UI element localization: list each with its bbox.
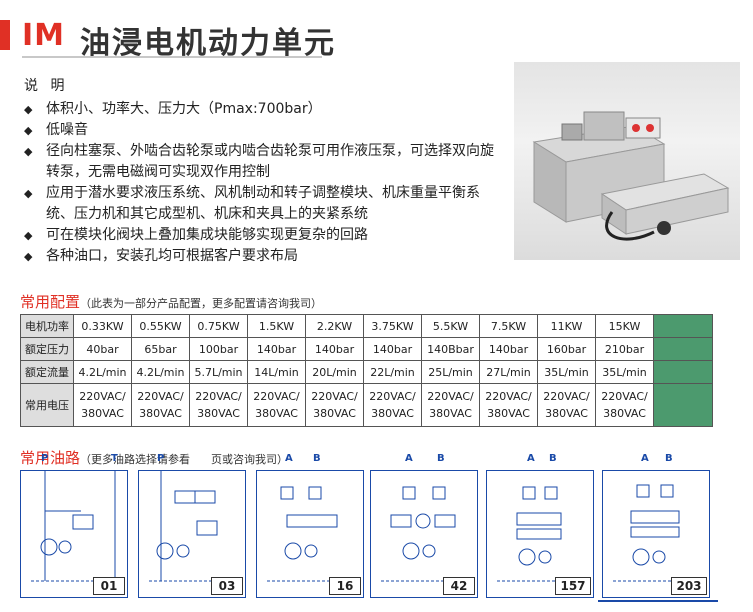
table-green-cell xyxy=(653,337,713,361)
header-divider xyxy=(22,56,322,58)
description-title: 说 明 xyxy=(24,78,69,94)
circuit-diagram: P 03 xyxy=(138,453,246,598)
page-corner-line xyxy=(598,600,718,602)
table-green-cell xyxy=(653,314,713,338)
table-row: 常用电压 220VAC/ 380VAC 220VAC/ 380VAC 220VA… xyxy=(20,383,713,427)
table-row: 额定压力 40bar 65bar 100bar 140bar 140bar 14… xyxy=(20,337,713,361)
circuit-number: 16 xyxy=(329,577,361,595)
circuit-number: 03 xyxy=(211,577,243,595)
page-header: IM 油浸电机动力单元 xyxy=(0,12,753,61)
circuits-section-title: 常用油路（更多油路选择请参看 页或咨询我司） xyxy=(20,449,288,467)
circuit-number: 42 xyxy=(443,577,475,595)
table-row: 电机功率 0.33KW 0.55KW 0.75KW 1.5KW 2.2KW 3.… xyxy=(20,314,713,338)
circuit-number: 157 xyxy=(555,577,591,595)
config-section-title: 常用配置（此表为一部分产品配置，更多配置请咨询我司） xyxy=(20,293,323,311)
page-title: 油浸电机动力单元 xyxy=(80,26,336,61)
config-note: （此表为一部分产品配置，更多配置请咨询我司） xyxy=(80,297,323,310)
circuit-diagram: A B 16 xyxy=(256,453,364,598)
circuit-diagram: A B 42 xyxy=(370,453,478,598)
bullet-icon: ◆ xyxy=(24,229,33,242)
list-item: ◆应用于潜水要求液压系统、风机制动和转子调整模块、机床重量平衡系统、压力机和其它… xyxy=(24,183,504,225)
bullet-icon: ◆ xyxy=(24,145,33,158)
list-item: ◆体积小、功率大、压力大（Pmax:700bar） xyxy=(24,99,504,120)
config-table: 电机功率 0.33KW 0.55KW 0.75KW 1.5KW 2.2KW 3.… xyxy=(20,314,713,427)
circuit-number: 01 xyxy=(93,577,125,595)
circuit-number: 203 xyxy=(671,577,707,595)
product-code: IM xyxy=(22,18,66,53)
bullet-icon: ◆ xyxy=(24,124,33,137)
bullet-icon: ◆ xyxy=(24,250,33,263)
description-section: 说 明 ◆体积小、功率大、压力大（Pmax:700bar） ◆低噪音 ◆径向柱塞… xyxy=(24,76,504,267)
circuit-diagram: A B 203 xyxy=(602,453,710,598)
bullet-icon: ◆ xyxy=(24,187,33,200)
product-photo xyxy=(514,62,740,260)
table-green-cell xyxy=(653,360,713,384)
list-item: ◆可在模块化阀块上叠加集成块能够实现更复杂的回路 xyxy=(24,225,504,246)
bullet-icon: ◆ xyxy=(24,103,33,116)
circuits-note: （更多油路选择请参看 页或咨询我司） xyxy=(80,453,288,466)
circuit-diagram: A B 157 xyxy=(486,453,594,598)
circuit-diagrams: P T 01 P 03 A B xyxy=(20,453,740,600)
table-green-cell xyxy=(653,383,713,427)
circuit-diagram: P T 01 xyxy=(20,453,128,598)
list-item: ◆径向柱塞泵、外啮合齿轮泵或内啮合齿轮泵可用作液压泵，可选择双向旋转泵，无需电磁… xyxy=(24,141,504,183)
table-row: 额定流量 4.2L/min 4.2L/min 5.7L/min 14L/min … xyxy=(20,360,713,384)
list-item: ◆各种油口，安装孔均可根据客户要求布局 xyxy=(24,246,504,267)
header-accent-bar xyxy=(0,20,10,50)
list-item: ◆低噪音 xyxy=(24,120,504,141)
